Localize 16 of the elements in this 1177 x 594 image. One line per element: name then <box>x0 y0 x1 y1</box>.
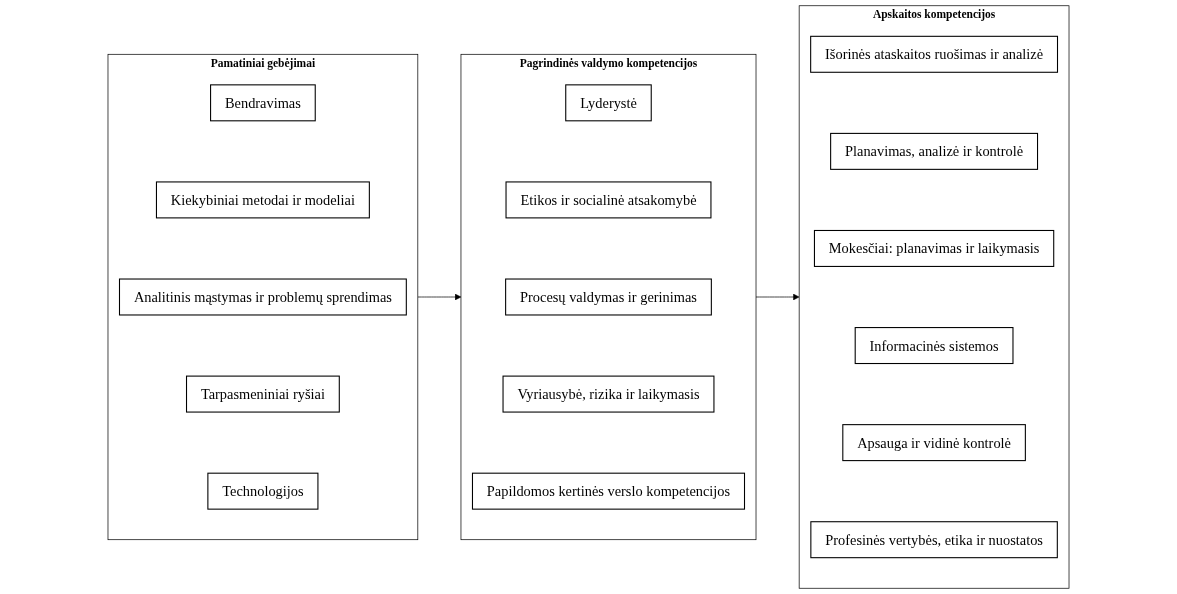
node-box: Vyriausybė, rizika ir laikymasis <box>502 375 715 413</box>
node-box: Apsauga ir vidinė kontrolė <box>842 424 1026 462</box>
node-box: Profesinės vertybės, etika ir nuostatos <box>810 521 1058 559</box>
node-box: Planavimas, analizė ir kontrolė <box>830 132 1039 170</box>
node-box: Informacinės sistemos <box>854 327 1014 365</box>
node-box: Technologijos <box>207 472 319 510</box>
node-box: Tarpasmeniniai ryšiai <box>186 375 340 413</box>
node-box: Procesų valdymas ir gerinimas <box>505 278 712 316</box>
node-box: Analitinis mąstymas ir problemų sprendimas <box>118 278 407 316</box>
node-box: Mokesčiai: planavimas ir laikymasis <box>813 229 1055 267</box>
node-box: Bendravimas <box>210 84 316 122</box>
node-box: Lyderystė <box>565 84 652 122</box>
node-box: Etikos ir socialinė atsakomybė <box>505 181 712 219</box>
node-box: Papildomos kertinės verslo kompetencijos <box>471 472 746 510</box>
node-box: Išorinės ataskaitos ruošimas ir analizė <box>810 35 1059 73</box>
node-box: Kiekybiniai metodai ir modeliai <box>155 181 370 219</box>
